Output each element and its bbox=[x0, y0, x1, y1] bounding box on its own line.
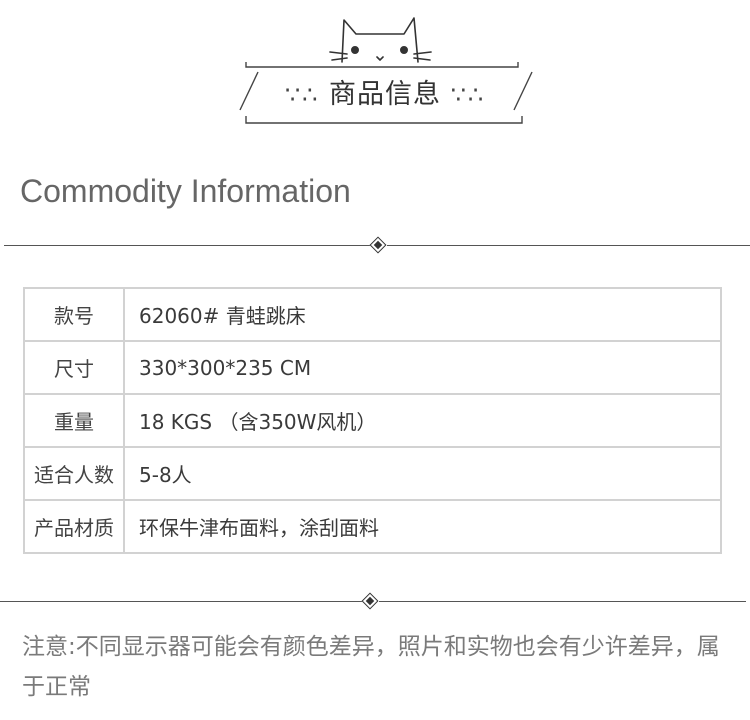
diamond-icon bbox=[361, 592, 379, 610]
spec-label: 适合人数 bbox=[23, 446, 125, 501]
spec-label: 重量 bbox=[23, 393, 125, 448]
diamond-icon bbox=[369, 236, 387, 254]
cat-icon bbox=[329, 17, 432, 63]
spec-table: 款号 62060# 青蛙跳床 尺寸 330*300*235 CM 重量 18 K… bbox=[23, 287, 722, 554]
dots-left: ∵∴ bbox=[284, 81, 320, 109]
spec-label: 款号 bbox=[23, 287, 125, 342]
spec-label: 产品材质 bbox=[23, 499, 125, 554]
section-title-en: Commodity Information bbox=[20, 173, 351, 209]
spec-value: 62060# 青蛙跳床 bbox=[123, 287, 722, 342]
cat-frame-illustration bbox=[239, 17, 533, 124]
section-header: ∵∴ 商品信息 ∵∴ bbox=[0, 0, 750, 140]
spec-label: 尺寸 bbox=[23, 340, 125, 395]
title-cn-text: 商品信息 bbox=[329, 79, 441, 110]
table-row: 重量 18 KGS （含350W风机） bbox=[23, 393, 722, 448]
table-row: 适合人数 5-8人 bbox=[23, 446, 722, 501]
divider-bottom bbox=[0, 592, 750, 612]
section-title-cn: ∵∴ 商品信息 ∵∴ bbox=[240, 72, 530, 111]
table-row: 款号 62060# 青蛙跳床 bbox=[23, 287, 722, 342]
table-row: 产品材质 环保牛津布面料，涂刮面料 bbox=[23, 499, 722, 554]
spec-value: 环保牛津布面料，涂刮面料 bbox=[123, 499, 722, 554]
table-row: 尺寸 330*300*235 CM bbox=[23, 340, 722, 395]
title-frame bbox=[239, 62, 533, 124]
divider-top bbox=[0, 236, 750, 256]
spec-value: 330*300*235 CM bbox=[123, 340, 722, 395]
spec-value: 18 KGS （含350W风机） bbox=[123, 393, 722, 448]
spec-value: 5-8人 bbox=[123, 446, 722, 501]
dots-right: ∵∴ bbox=[450, 81, 486, 109]
disclaimer-note: 注意:不同显示器可能会有颜色差异，照片和实物也会有少许差异，属于正常 bbox=[22, 634, 720, 700]
